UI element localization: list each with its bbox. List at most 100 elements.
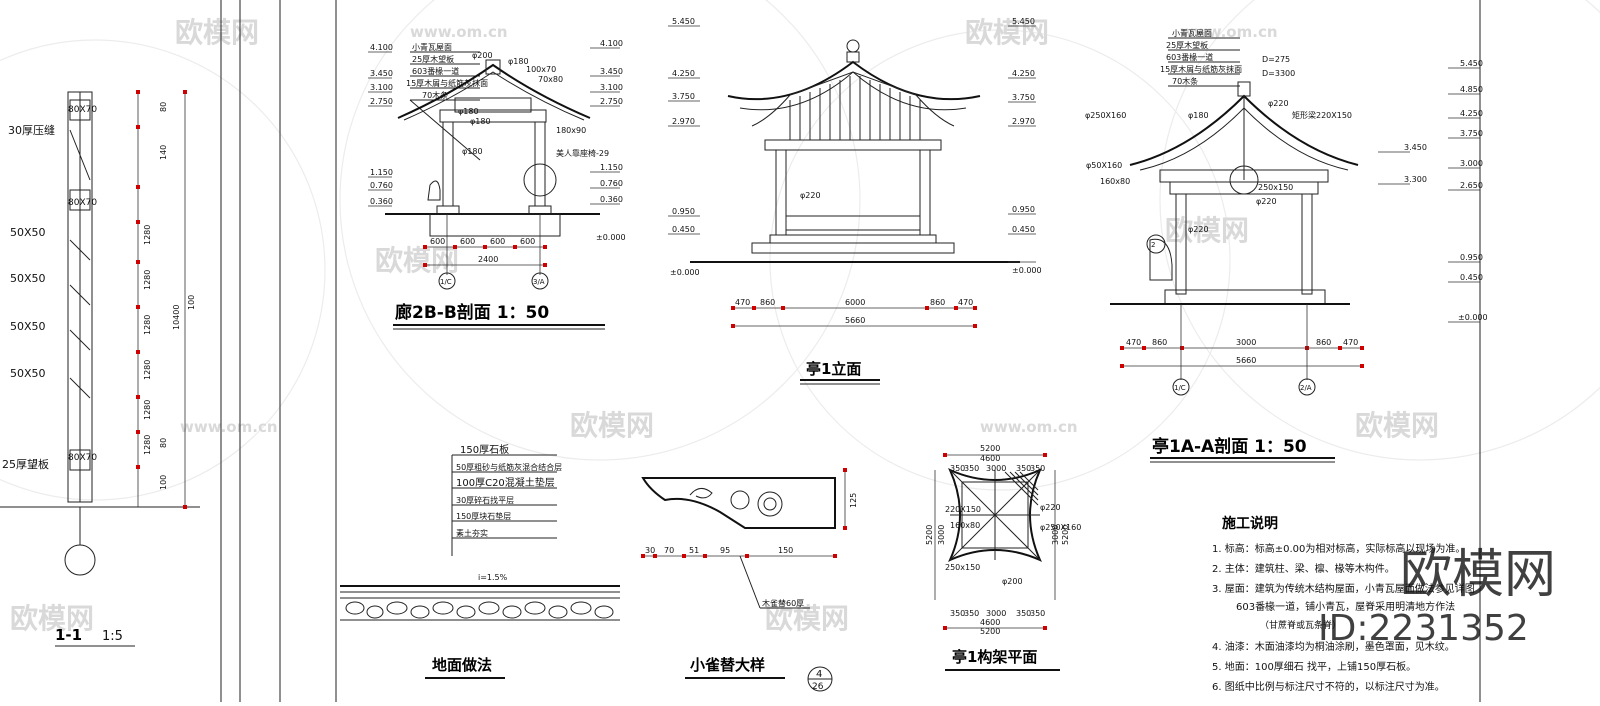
svg-text:5200: 5200 (925, 525, 934, 545)
svg-text:70木条: 70木条 (422, 90, 448, 100)
label: 30厚压缝 (8, 123, 55, 137)
svg-text:4.850: 4.850 (1460, 85, 1483, 94)
svg-text:3000: 3000 (937, 525, 946, 545)
svg-text:木雀替60厚: 木雀替60厚 (762, 598, 804, 608)
svg-text:160x80: 160x80 (950, 521, 980, 530)
dim: 1280 (143, 400, 152, 420)
dim: 100 (187, 295, 196, 310)
svg-text:860: 860 (930, 298, 945, 307)
sheet-number: 4 (816, 669, 822, 680)
svg-text:1.150: 1.150 (370, 168, 393, 177)
watermark-url: www.om.cn (180, 418, 278, 436)
svg-text:±0.000: ±0.000 (670, 268, 700, 277)
svg-text:600: 600 (490, 237, 505, 246)
board-blocks (69, 99, 91, 471)
corridor-elev-left: 4.100 3.450 3.100 2.750 1.150 0.760 0.36… (368, 43, 393, 207)
svg-text:±0.000: ±0.000 (1458, 313, 1488, 322)
svg-text:1.150: 1.150 (600, 163, 623, 172)
svg-text:51: 51 (689, 546, 699, 555)
svg-text:15厚木屑与纸筋灰抹面: 15厚木屑与纸筋灰抹面 (1160, 64, 1242, 74)
svg-text:0.360: 0.360 (370, 197, 393, 206)
svg-text:350: 350 (1016, 464, 1031, 473)
label: 25厚望板 (2, 457, 49, 471)
pavilion-section: 小青瓦屋面 25厚木望板 603番椽一道 15厚木屑与纸筋灰抹面 70木条 D=… (1085, 28, 1488, 463)
svg-text:250x150: 250x150 (945, 563, 980, 572)
svg-text:0.760: 0.760 (370, 181, 393, 190)
label: 80X70 (68, 198, 97, 208)
svg-text:0.950: 0.950 (672, 207, 695, 216)
sheet-frame (220, 0, 1481, 702)
note-line: 6. 图纸中比例与标注尺寸不符的，以标注尺寸为准。 (1212, 680, 1445, 693)
note-line: 1. 标高：标高±0.00为相对标高，实际标高以现场为准。 (1212, 542, 1465, 555)
svg-text:i=1.5%: i=1.5% (478, 573, 508, 582)
svg-text:350: 350 (950, 609, 965, 618)
svg-text:3.000: 3.000 (1460, 159, 1483, 168)
svg-text:1/C: 1/C (440, 278, 452, 286)
svg-text:φ200: φ200 (1002, 577, 1023, 586)
svg-text:4600: 4600 (980, 454, 1000, 463)
watermark-brand: 欧模网 (965, 16, 1049, 49)
svg-text:±0.000: ±0.000 (1012, 266, 1042, 275)
drawing-title: 廊2B-B剖面 1：50 (395, 302, 549, 323)
watermark-url: www.om.cn (1180, 23, 1278, 41)
svg-text:4600: 4600 (980, 618, 1000, 627)
svg-text:3.750: 3.750 (1460, 129, 1483, 138)
svg-text:0.450: 0.450 (1460, 273, 1483, 282)
pavilion-elevation: φ220 5.450 4.250 3.750 2.970 0.950 0.450… (668, 17, 1042, 385)
svg-text:5200: 5200 (980, 444, 1000, 453)
svg-text:50厚粗砂与纸筋灰混合结合层: 50厚粗砂与纸筋灰混合结合层 (456, 462, 562, 472)
svg-text:0.450: 0.450 (672, 225, 695, 234)
drawing-title: 小雀替大样 (690, 656, 765, 674)
svg-text:350: 350 (1030, 609, 1045, 618)
note-line: 5. 地面：100厚细石 找平，上铺150厚石板。 (1212, 660, 1416, 673)
svg-text:600: 600 (430, 237, 445, 246)
svg-text:3.100: 3.100 (600, 83, 623, 92)
svg-text:350: 350 (1030, 464, 1045, 473)
floor-detail: 150厚石板 50厚粗砂与纸筋灰混合结合层 100厚C20混凝土垫层 30厚碎石… (340, 443, 620, 679)
sheet-total: 26 (812, 682, 824, 692)
svg-text:φ220: φ220 (800, 191, 821, 200)
watermark-layer: 欧模网 欧模网 欧模网 欧模网 欧模网 欧模网 欧模网 欧模网 www.om.c… (0, 0, 1600, 635)
section-elev-right: 5.450 4.850 4.250 3.750 3.450 3.000 3.30… (1378, 59, 1488, 323)
label: 50X50 (10, 367, 46, 380)
svg-text:125: 125 (849, 493, 858, 508)
svg-text:3.750: 3.750 (672, 92, 695, 101)
svg-text:70木条: 70木条 (1172, 76, 1198, 86)
drawing-title: 亭1构架平面 (952, 648, 1037, 666)
svg-text:5.450: 5.450 (1460, 59, 1483, 68)
svg-text:4.100: 4.100 (370, 43, 393, 52)
svg-text:±0.000: ±0.000 (596, 233, 626, 242)
svg-text:350: 350 (950, 464, 965, 473)
svg-text:φ220: φ220 (1256, 197, 1277, 206)
svg-text:3.750: 3.750 (1012, 93, 1035, 102)
svg-text:2400: 2400 (478, 255, 498, 264)
watermark-brand: 欧模网 (10, 602, 94, 635)
svg-text:350: 350 (964, 609, 979, 618)
svg-text:φ250X160: φ250X160 (1085, 111, 1126, 120)
note-line: （甘蔗脊或瓦条脊） (1260, 619, 1341, 631)
frame-plan: 220X150 160x80 250x150 φ200 φ220 φ250X16… (925, 444, 1081, 671)
svg-text:4.250: 4.250 (1012, 69, 1035, 78)
corridor-elev-right: 4.100 3.450 3.100 2.750 1.150 0.760 0.36… (590, 39, 626, 242)
watermark-id: ID:2231352 (1318, 608, 1529, 649)
watermark-url: www.om.cn (410, 23, 508, 41)
svg-text:70x80: 70x80 (538, 75, 563, 84)
label: 80X70 (68, 105, 97, 115)
svg-text:φ220: φ220 (1188, 225, 1209, 234)
svg-text:D=275: D=275 (1262, 55, 1290, 64)
svg-text:5660: 5660 (845, 316, 865, 325)
svg-text:2/A: 2/A (1300, 384, 1312, 392)
svg-text:3000: 3000 (986, 609, 1006, 618)
svg-text:470: 470 (958, 298, 973, 307)
svg-text:美人靠座椅-29: 美人靠座椅-29 (556, 148, 609, 158)
svg-text:15厚木屑与纸筋灰抹面: 15厚木屑与纸筋灰抹面 (406, 78, 488, 88)
drawing-title: 亭1A-A剖面 1：50 (1152, 436, 1307, 457)
drawing-title: 1-1 (55, 626, 82, 644)
svg-text:3.450: 3.450 (600, 67, 623, 76)
svg-text:0.360: 0.360 (600, 195, 623, 204)
bracket-detail: 30 70 51 95 150 125 木雀替60厚 小雀替大样 4 26 (641, 468, 858, 692)
svg-text:160x80: 160x80 (1100, 177, 1130, 186)
watermark-brand: 欧模网 (1355, 409, 1439, 442)
svg-text:矩形梁220X150: 矩形梁220X150 (1292, 110, 1352, 120)
label: 50X50 (10, 226, 46, 239)
